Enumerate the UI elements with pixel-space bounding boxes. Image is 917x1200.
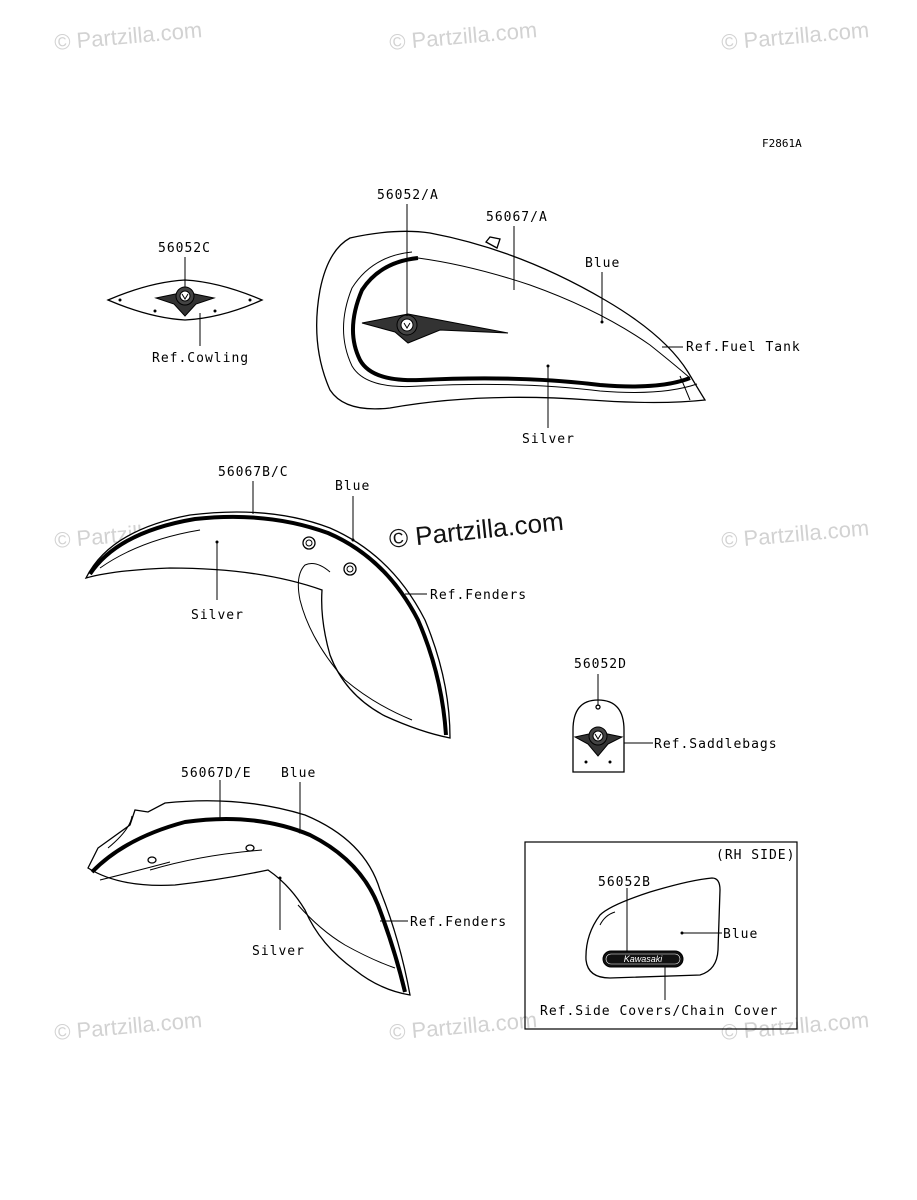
side-cover-color-blue: Blue xyxy=(723,927,758,942)
saddlebag-group: 56052D Ref.Saddlebags xyxy=(572,657,778,773)
fuel-tank-emblem[interactable] xyxy=(361,313,509,344)
front-fender-part-number: 56067B/C xyxy=(218,465,289,480)
saddlebag-ref-label: Ref.Saddlebags xyxy=(654,737,778,752)
fuel-tank-color-blue: Blue xyxy=(585,256,620,271)
side-cover-part-number: 56052B xyxy=(598,875,651,890)
watermark: © Partzilla.com xyxy=(720,515,870,553)
cowling-emblem[interactable] xyxy=(154,286,216,317)
rear-fender-color-silver: Silver xyxy=(252,944,305,959)
front-fender-outline[interactable] xyxy=(84,511,451,739)
watermark: © Partzilla.com xyxy=(53,17,203,55)
saddlebag-emblem[interactable] xyxy=(573,726,624,757)
fuel-tank-ref-label: Ref.Fuel Tank xyxy=(686,340,801,355)
figure-code: F2861A xyxy=(762,137,802,150)
front-fender-color-blue: Blue xyxy=(335,479,370,494)
fuel-tank-emblem-part-number: 56052/A xyxy=(377,188,439,203)
rear-fender-part-number: 56067D/E xyxy=(181,766,252,781)
side-cover-ref-label: Ref.Side Covers/Chain Cover xyxy=(540,1004,778,1019)
rear-fender-group: 56067D/E Blue Ref.Fenders Silver xyxy=(87,766,507,996)
front-fender-stripe[interactable] xyxy=(88,514,448,736)
rear-fender-outline[interactable] xyxy=(87,800,411,996)
rear-fender-stripe[interactable] xyxy=(90,817,407,993)
watermark: © Partzilla.com xyxy=(720,17,870,55)
side-cover-title: (RH SIDE) xyxy=(716,848,795,863)
fuel-tank-outline[interactable] xyxy=(316,230,707,410)
fuel-tank-stripe-part-number: 56067/A xyxy=(486,210,548,225)
front-fender-color-silver: Silver xyxy=(191,608,244,623)
cowling-group: 56052C Ref.Cowling xyxy=(106,241,264,366)
side-cover-group: (RH SIDE) Kawasaki 56052B Blue Ref.Side … xyxy=(524,841,798,1030)
side-cover-frame xyxy=(524,841,798,1030)
cowling-part-number: 56052C xyxy=(158,241,211,256)
front-fender-ref-label: Ref.Fenders xyxy=(430,588,527,603)
fuel-tank-color-silver: Silver xyxy=(522,432,575,447)
watermark-center: © Partzilla.com xyxy=(387,506,564,554)
watermark: © Partzilla.com xyxy=(53,1007,203,1045)
cowling-ref-label: Ref.Cowling xyxy=(152,351,249,366)
watermark: © Partzilla.com xyxy=(388,17,538,55)
fuel-tank-stripe[interactable] xyxy=(350,256,691,389)
front-fender-group: 56067B/C Blue Ref.Fenders Silver xyxy=(84,465,527,739)
rear-fender-ref-label: Ref.Fenders xyxy=(410,915,507,930)
kawasaki-badge[interactable]: Kawasaki xyxy=(602,950,684,968)
rear-fender-color-blue: Blue xyxy=(281,766,316,781)
fuel-tank-group: 56052/A 56067/A Blue Ref.Fuel Tank Silve… xyxy=(316,188,801,447)
saddlebag-part-number: 56052D xyxy=(574,657,627,672)
kawasaki-badge-text: Kawasaki xyxy=(624,954,664,964)
filler-cap xyxy=(485,236,501,249)
watermark: © Partzilla.com xyxy=(388,1007,538,1045)
